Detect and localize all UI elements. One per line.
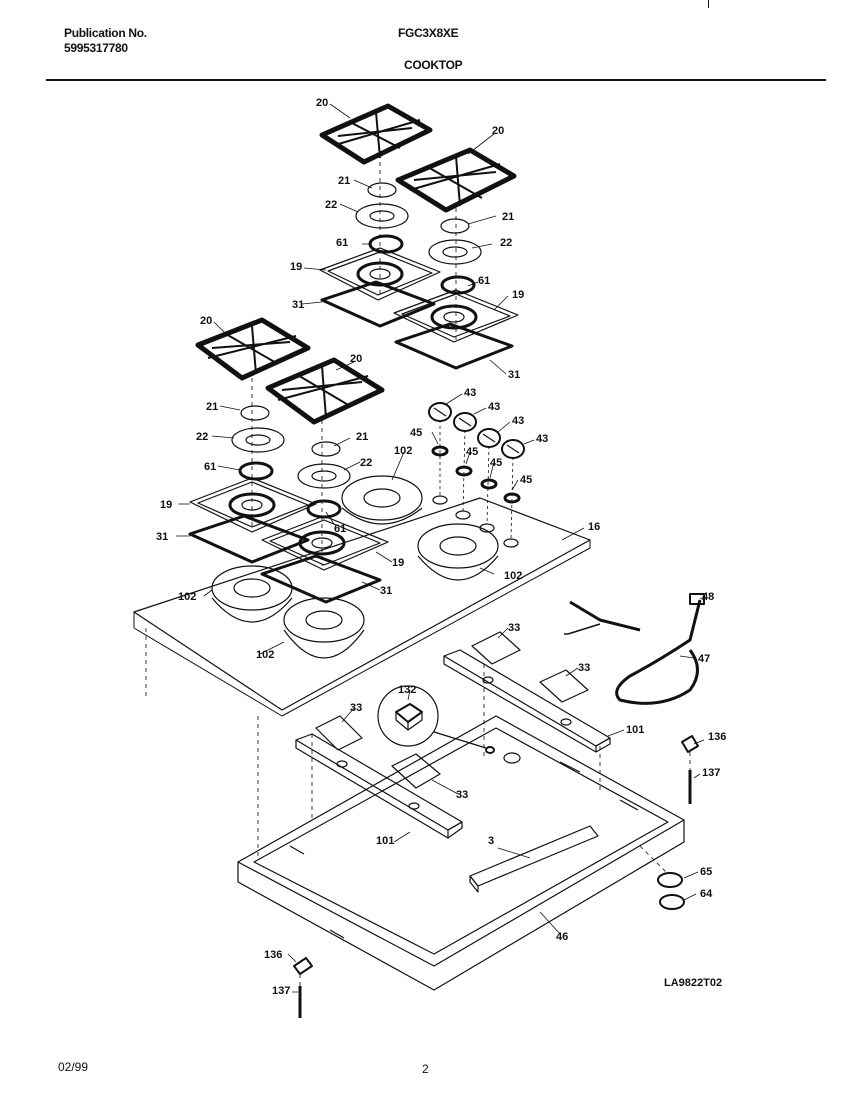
part-label-46: 46 <box>556 931 568 943</box>
part-label-137: 137 <box>702 767 720 779</box>
part-label-61: 61 <box>334 523 346 535</box>
part-label-102: 102 <box>178 591 196 603</box>
part-label-45: 45 <box>520 474 532 486</box>
part-label-19: 19 <box>290 261 302 273</box>
support-rails <box>295 649 611 839</box>
part-label-16: 16 <box>588 521 600 533</box>
part-label-45: 45 <box>490 457 502 469</box>
mounting-brackets <box>315 631 589 789</box>
part-label-31: 31 <box>380 585 392 597</box>
grate-front-left <box>195 317 311 381</box>
grate-rear-right <box>395 147 517 213</box>
part-label-21: 21 <box>338 175 350 187</box>
control-knobs <box>428 402 525 548</box>
hardware <box>293 735 699 1018</box>
footer-date: 02/99 <box>58 1060 89 1074</box>
part-label-31: 31 <box>156 531 168 543</box>
part-label-132: 132 <box>398 684 416 696</box>
part-label-136: 136 <box>264 949 282 961</box>
part-label-20: 20 <box>492 125 504 137</box>
header-rule <box>46 79 826 81</box>
front-burner-parts <box>188 405 389 604</box>
power-cord <box>564 593 705 705</box>
part-label-33: 33 <box>456 789 468 801</box>
part-label-21: 21 <box>502 211 514 223</box>
part-label-19: 19 <box>160 499 172 511</box>
page-corner-tick <box>708 0 709 8</box>
part-label-22: 22 <box>325 199 337 211</box>
part-label-22: 22 <box>500 237 512 249</box>
part-label-43: 43 <box>488 401 500 413</box>
part-label-47: 47 <box>698 653 710 665</box>
part-label-31: 31 <box>292 299 304 311</box>
part-label-33: 33 <box>578 662 590 674</box>
part-label-20: 20 <box>200 315 212 327</box>
page-number: 2 <box>422 1062 429 1076</box>
grate-rear-left <box>319 103 433 165</box>
assembly-guide-lines <box>145 162 691 986</box>
heat-shield <box>469 825 599 893</box>
part-label-101: 101 <box>376 835 394 847</box>
section-title: COOKTOP <box>404 58 463 72</box>
part-label-20: 20 <box>316 97 328 109</box>
part-label-33: 33 <box>508 622 520 634</box>
part-label-33: 33 <box>350 702 362 714</box>
part-label-22: 22 <box>360 457 372 469</box>
part-label-61: 61 <box>478 275 490 287</box>
part-label-22: 22 <box>196 431 208 443</box>
model-number: FGC3X8XE <box>398 26 459 40</box>
part-label-43: 43 <box>536 433 548 445</box>
part-label-61: 61 <box>336 237 348 249</box>
part-label-102: 102 <box>504 570 522 582</box>
part-label-19: 19 <box>392 557 404 569</box>
part-label-136: 136 <box>708 731 726 743</box>
grate-front-right <box>265 357 385 425</box>
part-label-43: 43 <box>512 415 524 427</box>
part-label-102: 102 <box>256 649 274 661</box>
burner-box <box>237 715 685 991</box>
part-label-43: 43 <box>464 387 476 399</box>
valve-detail-callout <box>377 685 495 754</box>
part-label-137: 137 <box>272 985 290 997</box>
part-label-61: 61 <box>204 461 216 473</box>
part-label-45: 45 <box>410 427 422 439</box>
publication-label: Publication No. <box>64 26 147 40</box>
part-label-19: 19 <box>512 289 524 301</box>
part-label-21: 21 <box>206 401 218 413</box>
part-label-21: 21 <box>356 431 368 443</box>
part-label-45: 45 <box>466 446 478 458</box>
part-label-102: 102 <box>394 445 412 457</box>
part-label-31: 31 <box>508 369 520 381</box>
part-label-65: 65 <box>700 866 712 878</box>
publication-number: 5995317780 <box>64 41 128 55</box>
drawing-reference: LA9822T02 <box>664 977 723 989</box>
cooktop-top-panel <box>133 475 591 717</box>
part-label-64: 64 <box>700 888 713 900</box>
part-label-48: 48 <box>702 591 714 603</box>
part-label-101: 101 <box>626 724 644 736</box>
part-label-20: 20 <box>350 353 362 365</box>
leader-lines <box>176 103 705 993</box>
part-label-3: 3 <box>488 835 494 847</box>
